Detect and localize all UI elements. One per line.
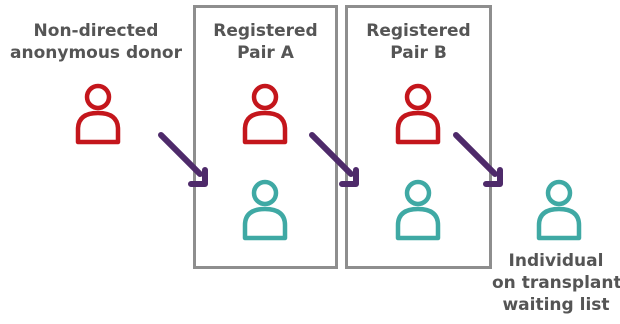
donor-person-icon <box>75 83 121 145</box>
pair-a-label-line-2: Pair A <box>237 43 294 63</box>
arrow-pair-b-to-waiting-list <box>453 132 503 187</box>
pair-a-box <box>193 5 338 269</box>
recipient-label-line-1: Individual <box>508 251 604 271</box>
donor-label-line-2: anonymous donor <box>10 43 182 63</box>
waiting-list-recipient-icon <box>536 179 582 241</box>
recipient-label-line-3: waiting list <box>502 295 610 315</box>
pair-b-label-line-2: Pair B <box>390 43 447 63</box>
pair-b-box <box>345 5 492 269</box>
pair-a-label: Registered Pair A <box>193 20 338 64</box>
pair-b-label: Registered Pair B <box>345 20 492 64</box>
pair-a-donor-icon <box>242 83 288 145</box>
pair-b-label-line-1: Registered <box>366 21 471 41</box>
arrow-donor-to-pair-a <box>158 132 208 187</box>
recipient-label: Individual on transplant waiting list <box>492 250 620 316</box>
donor-label: Non-directed anonymous donor <box>0 20 192 64</box>
donor-label-line-1: Non-directed <box>33 21 159 41</box>
pair-b-donor-icon <box>395 83 441 145</box>
recipient-label-line-2: on transplant <box>492 273 620 293</box>
pair-b-recipient-icon <box>395 179 441 241</box>
pair-a-recipient-icon <box>242 179 288 241</box>
arrow-pair-a-to-pair-b <box>309 132 359 187</box>
pair-a-label-line-1: Registered <box>213 21 318 41</box>
